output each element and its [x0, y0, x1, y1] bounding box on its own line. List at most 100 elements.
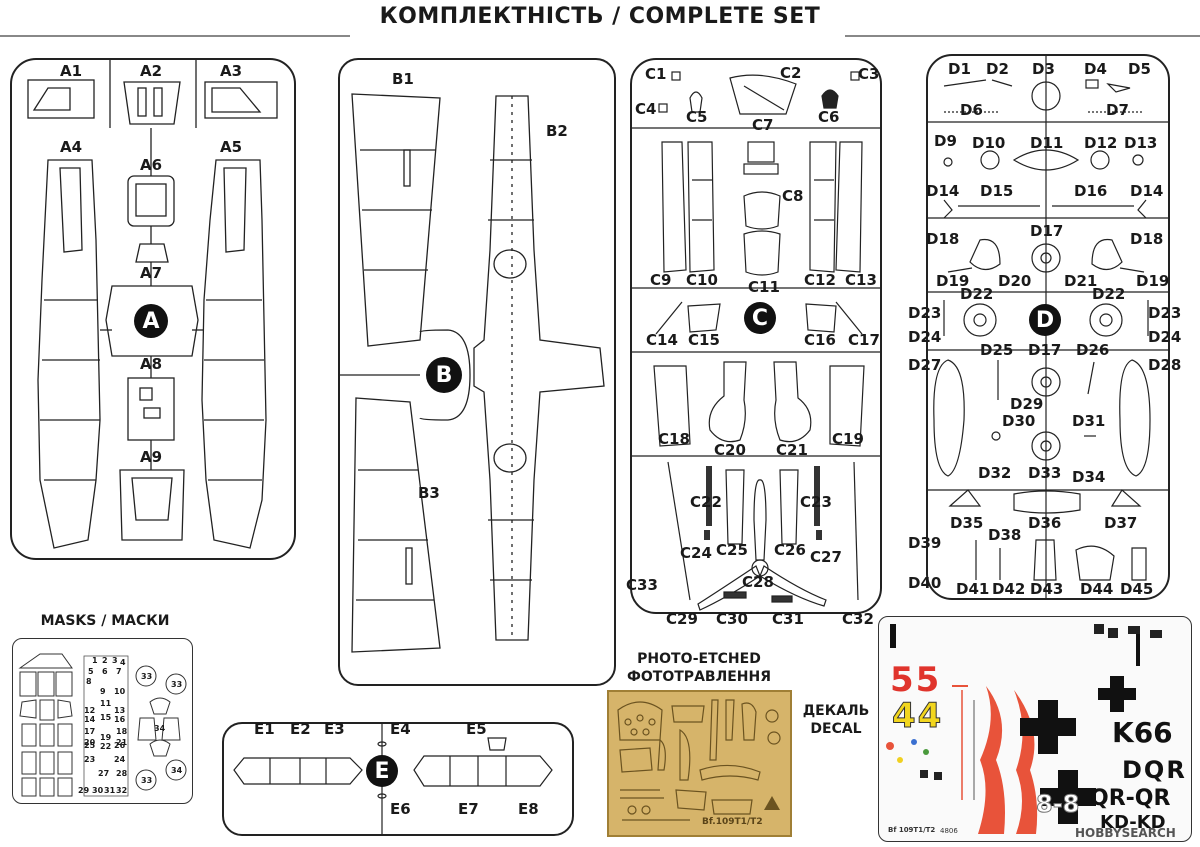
part-label-c33: C33	[626, 576, 658, 594]
part-label-d35: D35	[950, 514, 984, 532]
sprue-c-badge: C	[744, 302, 776, 334]
part-label-d3: D3	[1032, 60, 1055, 78]
part-label-d22-right: D22	[1092, 285, 1126, 303]
part-label-b1: B1	[392, 70, 414, 88]
part-label-a8: A8	[140, 355, 163, 373]
mask-number-12: 12	[84, 706, 96, 715]
mask-number-33-a: 33	[141, 672, 153, 681]
part-label-d18-right: D18	[1130, 230, 1164, 248]
mask-number-6: 6	[102, 667, 108, 676]
mask-number-17: 17	[84, 727, 96, 736]
part-label-c27: C27	[810, 548, 842, 566]
mask-number-19: 19	[100, 733, 112, 742]
part-label-d11: D11	[1030, 134, 1064, 152]
part-label-a3: A3	[220, 62, 243, 80]
part-label-c10: C10	[686, 271, 718, 289]
part-label-c32: C32	[842, 610, 874, 628]
part-label-d44: D44	[1080, 580, 1114, 598]
part-label-d36: D36	[1028, 514, 1062, 532]
part-label-d39: D39	[908, 534, 942, 552]
mask-number-15: 15	[100, 713, 112, 722]
part-label-c6: C6	[818, 108, 840, 126]
part-label-b2: B2	[546, 122, 568, 140]
part-label-d28: D28	[1148, 356, 1182, 374]
part-label-d1: D1	[948, 60, 971, 78]
part-label-d31: D31	[1072, 412, 1106, 430]
part-label-d2: D2	[986, 60, 1009, 78]
part-label-d20: D20	[998, 272, 1032, 290]
part-label-d32: D32	[978, 464, 1012, 482]
part-label-c3: C3	[858, 65, 880, 83]
masks-caption: MASKS / МАСКИ	[40, 613, 170, 629]
part-label-c5: C5	[686, 108, 708, 126]
part-label-d41: D41	[956, 580, 990, 598]
photo-etched-caption-ua: ФОТОТРАВЛЕННЯ	[627, 669, 771, 685]
part-label-a9: A9	[140, 448, 163, 466]
part-label-c23: C23	[800, 493, 832, 511]
part-label-a5: A5	[220, 138, 243, 156]
part-label-d18-left: D18	[926, 230, 960, 248]
part-label-c7: C7	[752, 116, 774, 134]
part-label-c8: C8	[782, 187, 804, 205]
decal-marking-dqr: DQR	[1122, 756, 1187, 784]
decal-footer: Bf 109T1/T2	[888, 826, 936, 834]
part-label-d24-right: D24	[1148, 328, 1182, 346]
mask-number-21: 21	[116, 738, 128, 747]
mask-number-23: 23	[84, 755, 96, 764]
mask-number-7: 7	[116, 667, 122, 676]
part-label-d25: D25	[980, 341, 1014, 359]
part-label-c13: C13	[845, 271, 877, 289]
part-label-d9: D9	[934, 132, 957, 150]
part-label-a1: A1	[60, 62, 83, 80]
part-label-d38: D38	[988, 526, 1022, 544]
part-label-d14-left: D14	[926, 182, 960, 200]
part-label-d13: D13	[1124, 134, 1158, 152]
mask-number-20: 20	[84, 738, 96, 747]
sprue-e-frame	[222, 722, 574, 836]
mask-number-5: 5	[88, 667, 94, 676]
part-label-e2: E2	[290, 720, 311, 738]
part-label-c26: C26	[774, 541, 806, 559]
mask-number-27: 27	[98, 769, 110, 778]
part-label-c28: C28	[742, 573, 774, 591]
part-label-d7: D7	[1106, 101, 1129, 119]
part-label-d26: D26	[1076, 341, 1110, 359]
photo-etched-fret-label: Bf.109T1/T2	[702, 817, 763, 827]
part-label-d19-right: D19	[1136, 272, 1170, 290]
mask-number-2: 2	[102, 656, 108, 665]
mask-number-33-c: 33	[141, 776, 153, 785]
part-label-c2: C2	[780, 64, 802, 82]
decal-marking-55: 55	[890, 660, 942, 700]
part-label-c11: C11	[748, 278, 780, 296]
part-label-c17: C17	[848, 331, 880, 349]
mask-number-22: 22	[100, 742, 112, 751]
part-label-d24-left: D24	[908, 328, 942, 346]
part-label-a4: A4	[60, 138, 83, 156]
part-label-c21: C21	[776, 441, 808, 459]
part-label-d10: D10	[972, 134, 1006, 152]
mask-number-16: 16	[114, 715, 126, 724]
part-label-c4: C4	[635, 100, 657, 118]
part-label-c25: C25	[716, 541, 748, 559]
photo-etched-fret	[607, 690, 792, 837]
part-label-c20: C20	[714, 441, 746, 459]
decal-caption-en: DECAL	[810, 721, 862, 737]
part-label-d16: D16	[1074, 182, 1108, 200]
mask-number-10: 10	[114, 687, 126, 696]
part-label-e3: E3	[324, 720, 345, 738]
part-label-d33: D33	[1028, 464, 1062, 482]
part-label-e6: E6	[390, 800, 411, 818]
title-rule-right	[845, 35, 1200, 37]
mask-number-30: 30	[92, 786, 104, 795]
part-label-d6: D6	[960, 101, 983, 119]
part-label-d23-right: D23	[1148, 304, 1182, 322]
mask-number-13: 13	[114, 706, 126, 715]
part-label-d30: D30	[1002, 412, 1036, 430]
sprue-e-badge: E	[366, 755, 398, 787]
part-label-e1: E1	[254, 720, 275, 738]
